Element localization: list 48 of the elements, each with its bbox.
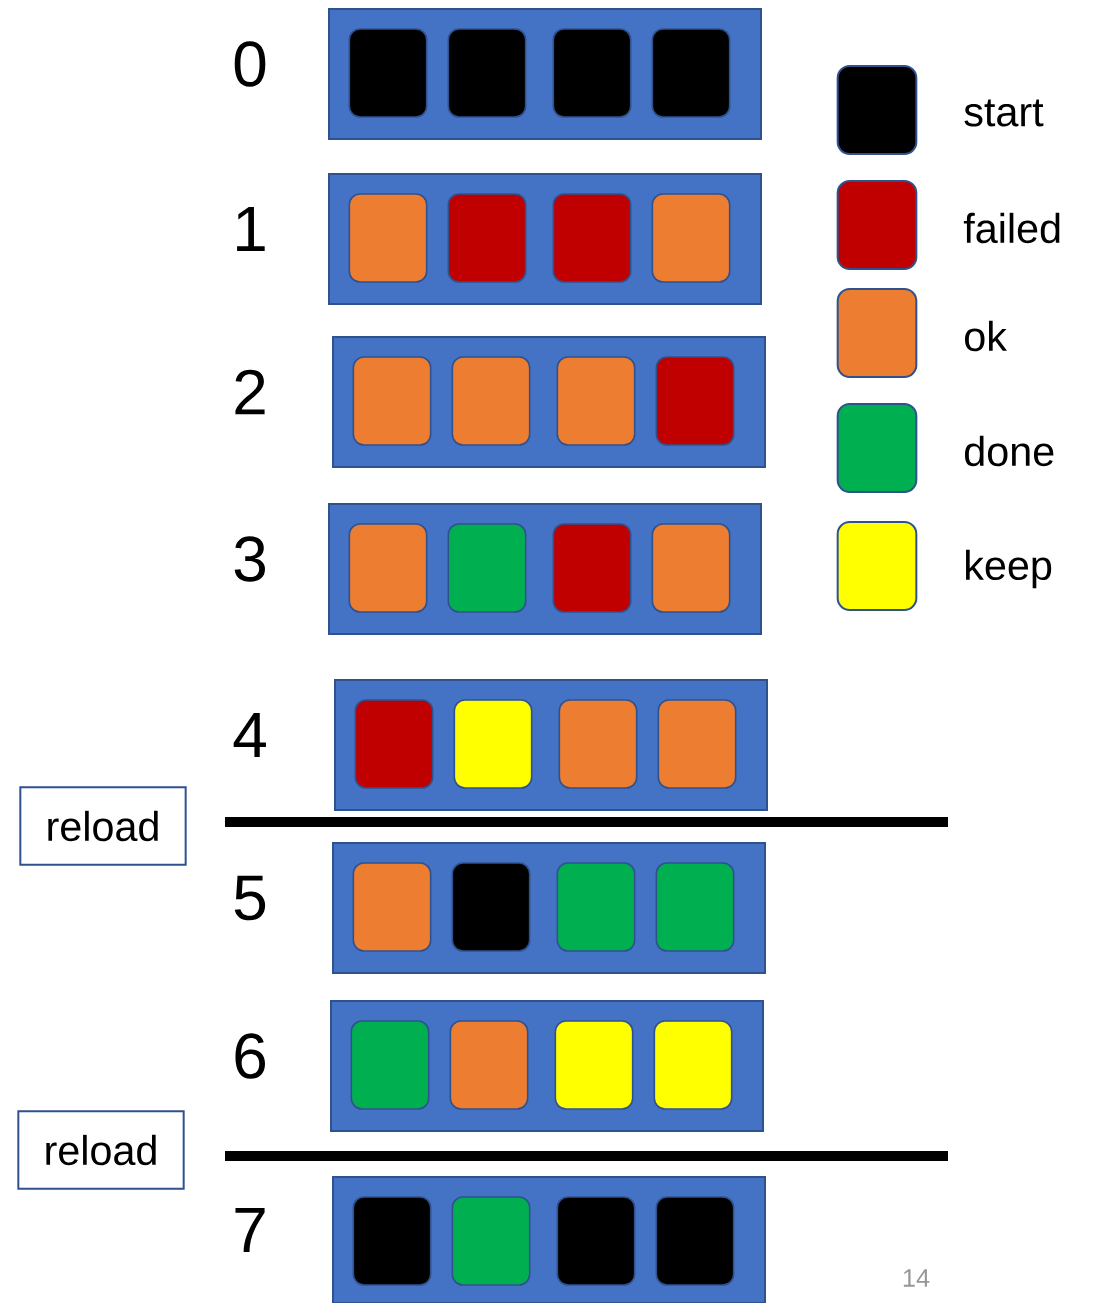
row-number: 1 <box>237 207 265 251</box>
state-square <box>655 862 735 952</box>
row-number: 2 <box>235 369 265 415</box>
state-square <box>556 356 636 446</box>
page-number: 14 <box>903 1269 930 1287</box>
state-square <box>556 862 636 952</box>
state-square <box>554 1020 634 1110</box>
state-square <box>651 193 731 283</box>
row-number: 7 <box>235 1208 265 1253</box>
state-square <box>556 1196 636 1286</box>
state-square <box>350 1020 430 1110</box>
legend-label: ok <box>965 320 1007 352</box>
state-square <box>447 193 527 283</box>
row-number: 6 <box>235 1033 265 1079</box>
reload-box: reload <box>19 786 187 866</box>
state-square <box>348 28 428 118</box>
legend-label: failed <box>963 212 1060 244</box>
state-square <box>451 356 531 446</box>
state-square <box>451 862 531 952</box>
state-square <box>449 1020 529 1110</box>
state-square <box>552 523 632 613</box>
state-square <box>352 356 432 446</box>
legend-label: keep <box>966 549 1052 589</box>
state-square <box>655 1196 735 1286</box>
row-number: 0 <box>234 41 266 87</box>
legend-label: start <box>964 99 1044 127</box>
state-square <box>552 193 632 283</box>
state-square <box>352 862 432 952</box>
state-square <box>651 28 731 118</box>
legend-label: done <box>965 435 1054 467</box>
state-square <box>348 523 428 613</box>
reload-box: reload <box>17 1110 185 1190</box>
state-square <box>653 1020 733 1110</box>
state-square <box>447 28 527 118</box>
state-square <box>655 356 735 446</box>
state-square <box>451 1196 531 1286</box>
state-square <box>447 523 527 613</box>
state-square <box>558 699 638 789</box>
row-number: 5 <box>234 875 266 921</box>
row-number: 4 <box>233 713 266 758</box>
state-square <box>354 699 434 789</box>
row-number: 3 <box>234 536 265 582</box>
state-square <box>453 699 533 789</box>
state-square <box>552 28 632 118</box>
state-square <box>348 193 428 283</box>
state-square <box>352 1196 432 1286</box>
state-square <box>651 523 731 613</box>
state-square <box>657 699 737 789</box>
